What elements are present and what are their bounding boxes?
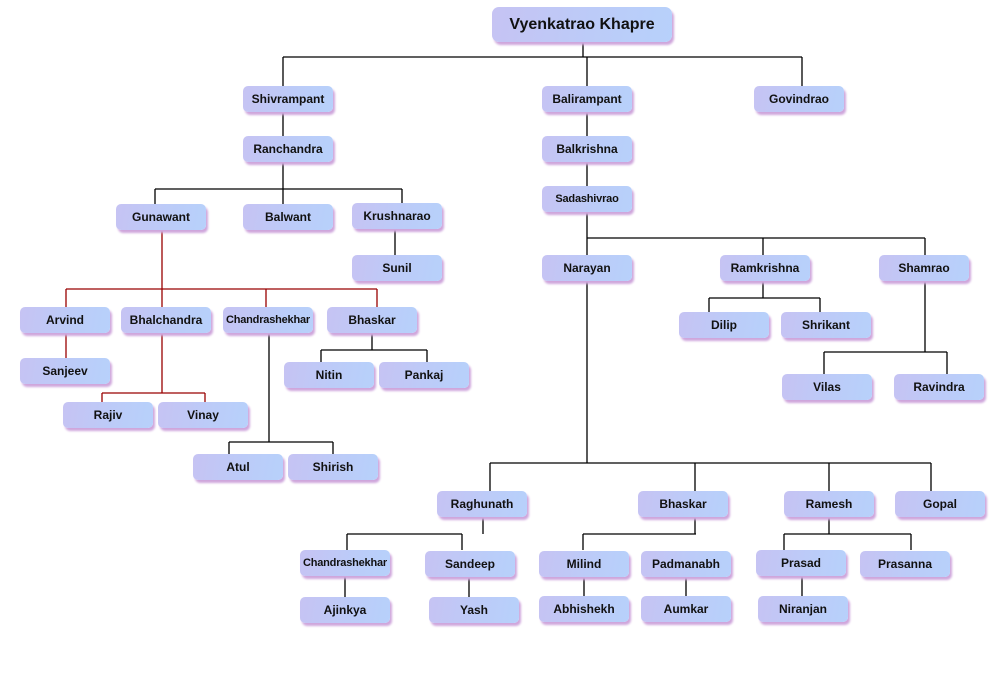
person-node[interactable]: Aumkar (641, 596, 731, 622)
person-node[interactable]: Atul (193, 454, 283, 480)
person-node[interactable]: Prasad (756, 550, 846, 576)
person-node[interactable]: Sunil (352, 255, 442, 281)
gunawant-connectors (65, 230, 378, 403)
person-node[interactable]: Ajinkya (300, 597, 390, 623)
person-node[interactable]: Krushnarao (352, 203, 442, 229)
person-node[interactable]: Yash (429, 597, 519, 623)
person-node[interactable]: Gopal (895, 491, 985, 517)
person-node[interactable]: Arvind (20, 307, 110, 333)
person-node[interactable]: Prasanna (860, 551, 950, 577)
person-node[interactable]: Milind (539, 551, 629, 577)
person-node[interactable]: Ramesh (784, 491, 874, 517)
person-node[interactable]: Ranchandra (243, 136, 333, 162)
person-node[interactable]: Bhalchandra (121, 307, 211, 333)
person-node[interactable]: Gunawant (116, 204, 206, 230)
person-node[interactable]: Padmanabh (641, 551, 731, 577)
person-node[interactable]: Dilip (679, 312, 769, 338)
person-node[interactable]: Chandrashekhar (300, 550, 390, 576)
person-node[interactable]: Shrikant (781, 312, 871, 338)
person-node[interactable]: Raghunath (437, 491, 527, 517)
person-node[interactable]: Balirampant (542, 86, 632, 112)
person-node[interactable]: Nitin (284, 362, 374, 388)
person-node[interactable]: Shirish (288, 454, 378, 480)
person-node[interactable]: Vilas (782, 374, 872, 400)
person-node[interactable]: Sanjeev (20, 358, 110, 384)
person-node[interactable]: Ravindra (894, 374, 984, 400)
person-node[interactable]: Niranjan (758, 596, 848, 622)
person-node[interactable]: Balkrishna (542, 136, 632, 162)
person-node[interactable]: Shivrampant (243, 86, 333, 112)
person-node[interactable]: Vinay (158, 402, 248, 428)
black-connectors (154, 42, 948, 597)
person-node[interactable]: Sandeep (425, 551, 515, 577)
person-node[interactable]: Bhaskar (327, 307, 417, 333)
person-node[interactable]: Abhishekh (539, 596, 629, 622)
person-node[interactable]: Govindrao (754, 86, 844, 112)
person-node[interactable]: Balwant (243, 204, 333, 230)
person-node[interactable]: Pankaj (379, 362, 469, 388)
person-node[interactable]: Bhaskar (638, 491, 728, 517)
person-node[interactable]: Narayan (542, 255, 632, 281)
person-node[interactable]: Rajiv (63, 402, 153, 428)
person-node[interactable]: Sadashivrao (542, 186, 632, 212)
person-node[interactable]: Chandrashekhar (223, 307, 313, 333)
person-node[interactable]: Ramkrishna (720, 255, 810, 281)
person-node[interactable]: Shamrao (879, 255, 969, 281)
root-node[interactable]: Vyenkatrao Khapre (492, 7, 672, 42)
